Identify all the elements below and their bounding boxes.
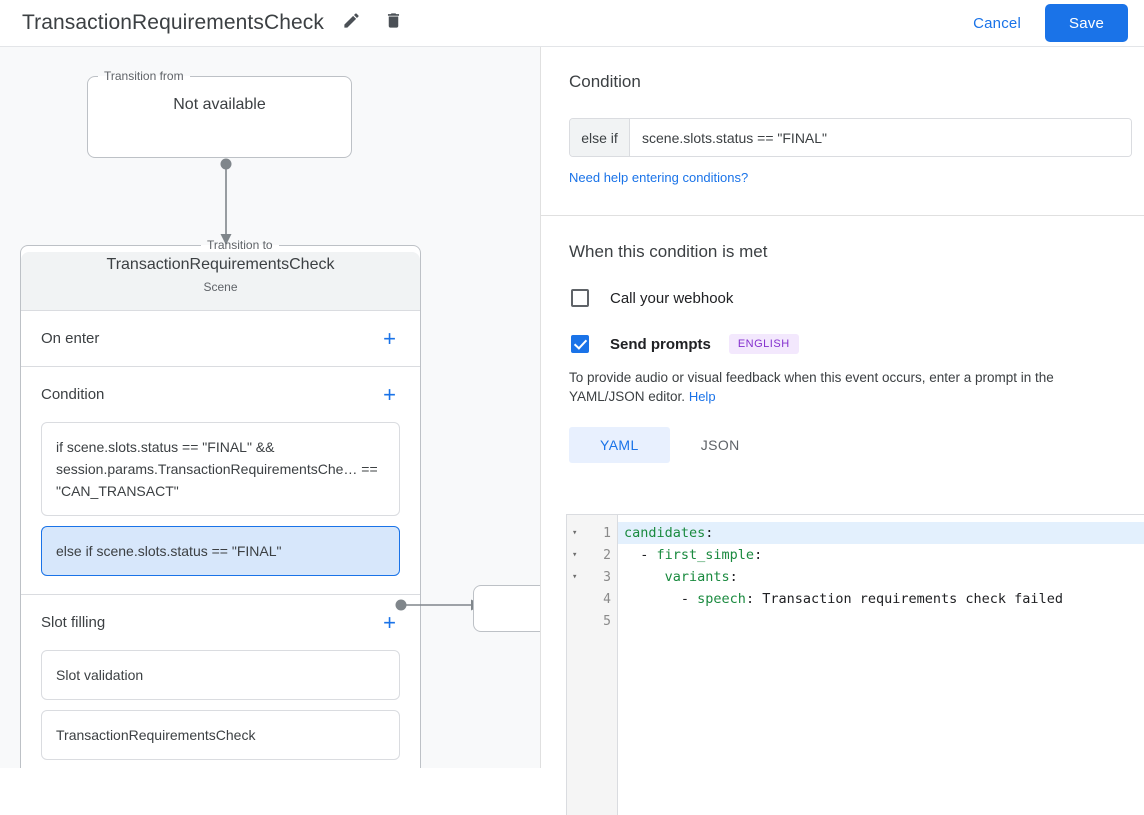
section-condition: Condition + if scene.slots.status == "FI… [21,367,420,595]
slot-filling-list: Slot validation TransactionRequirementsC… [41,650,400,768]
transition-from-node[interactable]: Transition from Not available [87,69,352,158]
call-webhook-label: Call your webhook [610,289,734,307]
line-number: 4 [603,591,611,607]
line-number: 2 [603,547,611,563]
code-line: variants: [618,566,1144,588]
transition-to-card[interactable]: Transition to TransactionRequirementsChe… [20,238,421,768]
code-key: variants [664,569,730,585]
add-on-enter-button[interactable]: + [383,325,396,351]
section-on-enter: On enter + [21,311,420,367]
prompts-description: To provide audio or visual feedback when… [569,368,1129,406]
condition-item-selected[interactable]: else if scene.slots.status == "FINAL" [41,526,400,576]
condition-target-connector [395,599,483,611]
yaml-editor[interactable]: ▾1 ▾2 ▾3 4 5 candidates: - first_simple:… [566,514,1144,815]
editor-code-area[interactable]: candidates: - first_simple: variants: - … [618,515,1144,815]
page-title: TransactionRequirementsCheck [22,11,324,34]
line-number: 1 [603,525,611,541]
condition-field-row: else if [569,118,1132,157]
transition-from-value: Not available [173,96,266,113]
code-key: first_simple [656,547,755,563]
trash-icon [384,11,403,35]
scene-type: Scene [203,280,238,294]
transition-from-legend: Transition from [104,69,184,83]
webhook-row[interactable]: Call your webhook [569,289,1116,307]
code-colon: : [729,569,738,585]
fold-arrow-icon[interactable]: ▾ [572,528,578,538]
top-bar: TransactionRequirementsCheck Cancel Save [0,0,1144,47]
code-key: speech [697,591,746,607]
gutter-line: ▾1 [567,522,617,544]
section-title-condition: Condition [41,386,105,403]
section-header: On enter + [41,311,400,366]
section-slot-filling: Slot filling + Slot validation Transacti… [21,595,420,768]
line-number: 3 [603,569,611,585]
edit-title-button[interactable] [336,8,366,38]
editor-gutter: ▾1 ▾2 ▾3 4 5 [567,515,618,815]
transition-to-legend: Transition to [207,238,273,252]
condition-section-title: Condition [569,72,641,91]
gutter-line: ▾2 [567,544,617,566]
add-slot-filling-button[interactable]: + [383,609,396,635]
send-prompts-row[interactable]: Send prompts ENGLISH [569,334,1116,354]
cancel-button[interactable]: Cancel [959,7,1035,40]
add-condition-button[interactable]: + [383,381,396,407]
code-line: - speech: Transaction requirements check… [618,588,1144,610]
delete-button[interactable] [378,8,408,38]
tab-json[interactable]: JSON [700,437,740,453]
panel-divider [541,215,1144,216]
code-line [618,610,1144,632]
scene-card-header: TransactionRequirementsCheck Scene [21,246,420,311]
body-area: Transition from Not available Transition… [0,47,1144,815]
when-condition-met-section: When this condition is met Call your web… [541,216,1144,463]
prompts-description-text: To provide audio or visual feedback when… [569,370,1054,404]
code-colon: : [705,525,714,541]
fold-arrow-icon[interactable]: ▾ [572,550,578,560]
condition-list: if scene.slots.status == "FINAL" && sess… [41,422,400,594]
scene-name: TransactionRequirementsCheck [106,256,335,273]
slot-filling-item[interactable]: TransactionRequirementsCheck [41,710,400,760]
save-button[interactable]: Save [1045,4,1128,42]
code-colon: : [745,591,755,607]
slot-filling-item[interactable]: Slot validation [41,650,400,700]
code-line: candidates: [618,522,1144,544]
code-key: candidates [624,525,706,541]
condition-item[interactable]: if scene.slots.status == "FINAL" && sess… [41,422,400,516]
section-header: Condition + [41,367,400,422]
code-indent [624,569,665,585]
section-header: Slot filling + [41,595,400,650]
condition-section: Condition else if Need help entering con… [541,47,1144,187]
code-dash: - [640,547,657,563]
code-dash: - [680,591,698,607]
gutter-line: ▾3 [567,566,617,588]
code-colon: : [754,547,763,563]
section-title-slot-filling: Slot filling [41,614,106,631]
code-line: - first_simple: [618,544,1144,566]
tab-yaml[interactable]: YAML [569,427,670,463]
editor-format-tabs: YAML JSON [569,427,1116,463]
gutter-line: 5 [567,610,617,632]
condition-prefix-label: else if [570,119,630,156]
code-indent [624,547,640,563]
graph-canvas[interactable]: Transition from Not available Transition… [0,47,540,768]
section-title-on-enter: On enter [41,330,100,347]
gutter-line: 4 [567,588,617,610]
line-number: 5 [603,613,611,629]
when-condition-met-title: When this condition is met [569,242,768,261]
pencil-icon [342,11,361,35]
send-prompts-label: Send prompts [610,335,711,353]
code-indent [624,591,681,607]
call-webhook-checkbox[interactable] [571,289,589,307]
help-link[interactable]: Help [688,389,716,404]
need-help-conditions-link[interactable]: Need help entering conditions? [569,170,749,185]
send-prompts-checkbox[interactable] [571,335,589,353]
code-value: Transaction requirements check failed [754,591,1063,607]
fold-arrow-icon[interactable]: ▾ [572,572,578,582]
condition-input[interactable] [630,119,1131,156]
language-badge: ENGLISH [728,334,799,354]
target-node-partial[interactable] [473,585,540,632]
transition-connector-arrow [220,158,232,245]
